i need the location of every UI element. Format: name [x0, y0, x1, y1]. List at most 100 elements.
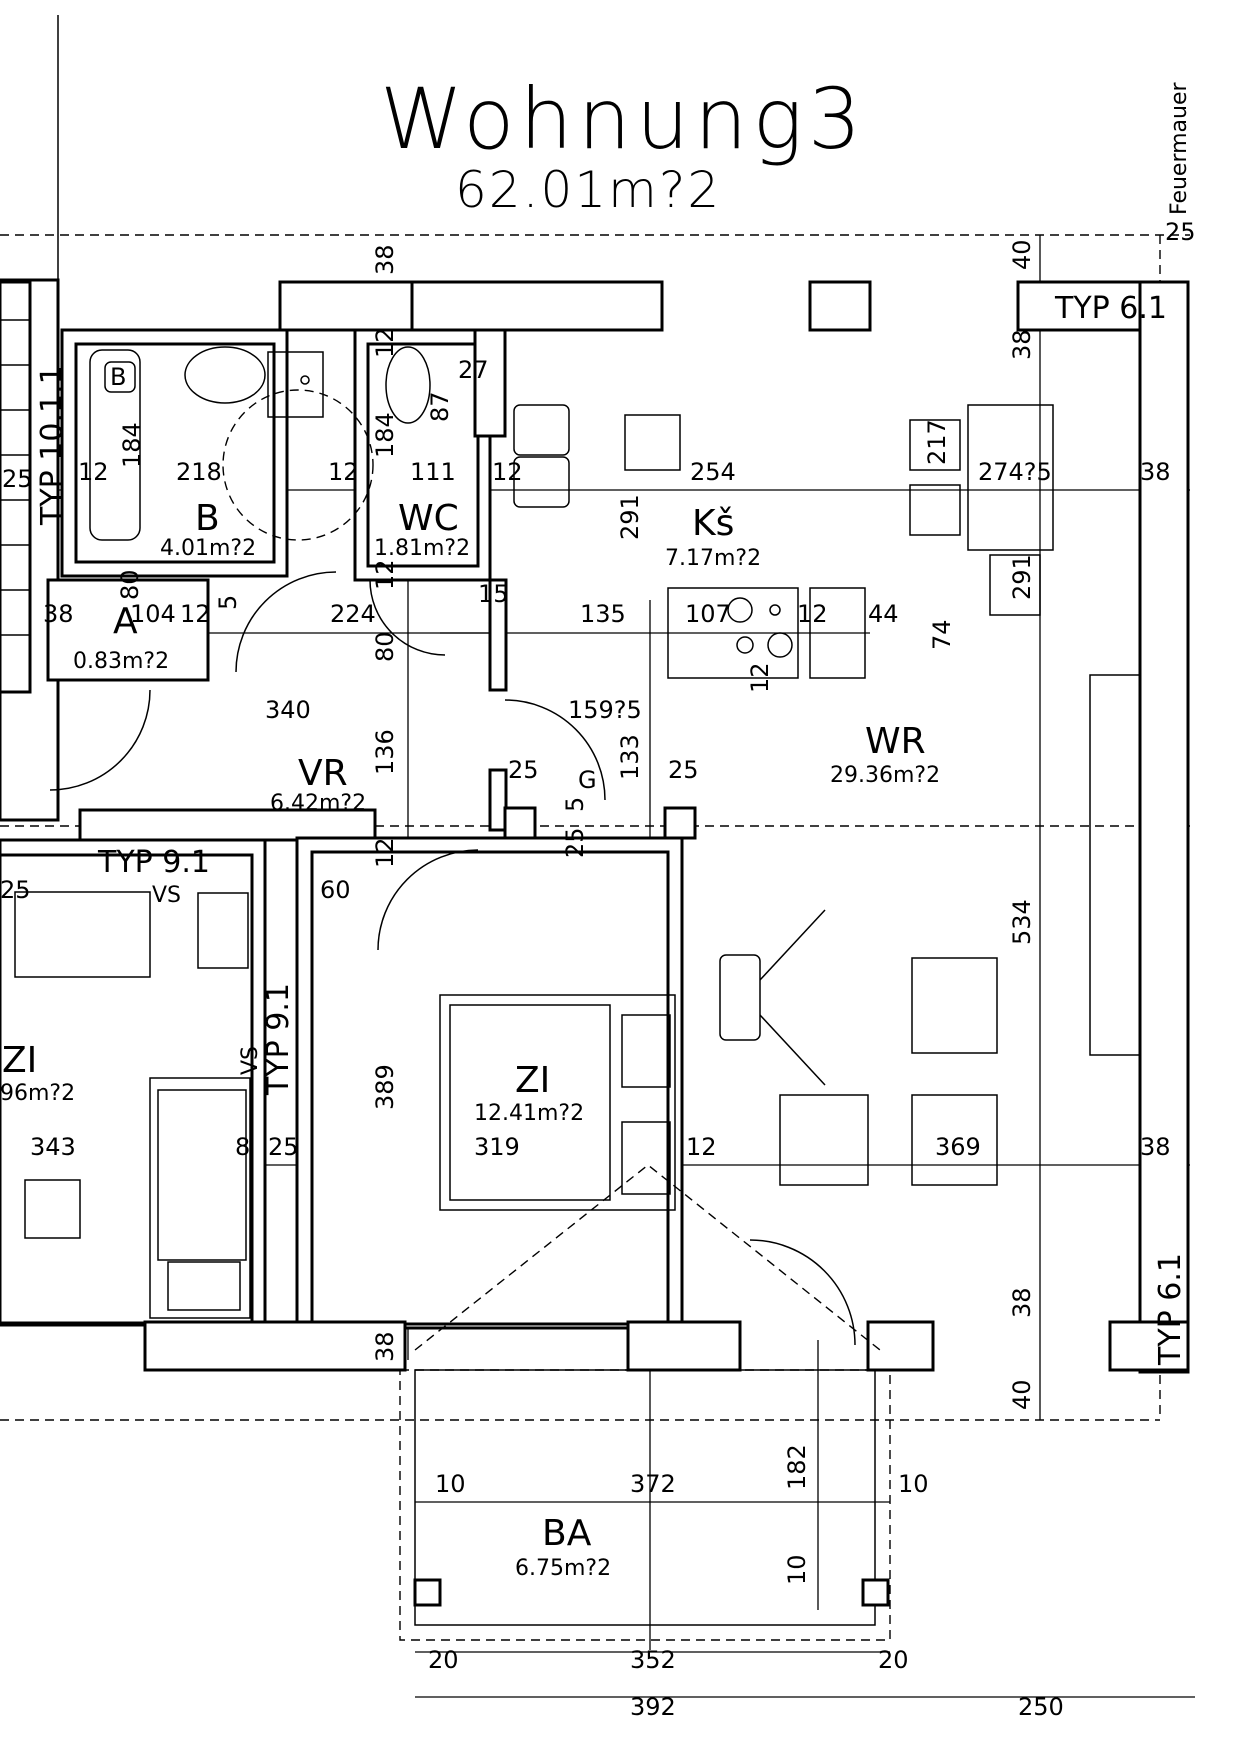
typ-9-1-h: TYP 9.1 [97, 845, 210, 880]
dim-label: 40 [1008, 239, 1036, 270]
room-b-area: 4.01m?2 [160, 536, 256, 561]
dim-label: 135 [580, 600, 626, 628]
dim-label: 224 [330, 600, 376, 628]
dim-label: 12 [371, 559, 399, 590]
vs-label-1: VS [152, 883, 181, 908]
room-a-area: 0.83m?2 [73, 649, 169, 674]
dim-label: 38 [371, 244, 399, 275]
typ-6-1-top: TYP 6.1 [1054, 291, 1167, 326]
total-area: 62.01m?2 [455, 161, 721, 219]
g-label: G [578, 766, 597, 794]
dim-label: 80 [371, 631, 399, 662]
dim-label: 254 [690, 458, 736, 486]
dim-label: 291 [1008, 554, 1036, 600]
dim-label: 25 [1165, 218, 1196, 246]
dim-label: 8 [235, 1133, 250, 1161]
dim-label: 38 [371, 1331, 399, 1362]
dim-label: 392 [630, 1693, 676, 1721]
dim-label: 184 [118, 422, 146, 468]
dim-label: 12 [328, 458, 359, 486]
dimensions: 25 12 218 12 111 12 254 274?5 38 25 27 3… [0, 218, 1196, 1721]
dim-label: 12 [371, 327, 399, 358]
dim-label: 80 [116, 569, 144, 600]
dim-label: 133 [616, 734, 644, 780]
room-ks-area: 7.17m?2 [665, 546, 761, 571]
dim-label: 5 [561, 797, 589, 812]
typ-6-1-side: TYP 6.1 [1153, 1253, 1188, 1366]
room-wr-name: WR [865, 721, 926, 762]
room-b-name: B [195, 498, 220, 539]
room-wc-name: WC [398, 498, 459, 539]
dim-label: 12 [492, 458, 523, 486]
dim-label: 343 [30, 1133, 76, 1161]
dim-label: 182 [783, 1444, 811, 1490]
balcony [399, 1340, 1195, 1698]
dim-label: 340 [265, 696, 311, 724]
dim-label: 38 [1008, 329, 1036, 360]
dim-label: 15 [478, 580, 509, 608]
dim-label: 25 [668, 756, 699, 784]
dim-label: 12 [746, 662, 774, 693]
dim-label: 184 [371, 412, 399, 458]
dim-label: 27 [458, 356, 489, 384]
dim-label: 40 [1008, 1379, 1036, 1410]
feuermauer-label: Feuermauer [1167, 81, 1192, 215]
dim-label: 25 [0, 876, 31, 904]
dim-label: 38 [1140, 458, 1171, 486]
dim-label: 38 [43, 600, 74, 628]
typ-9-1-v: TYP 9.1 [261, 983, 296, 1096]
dim-label: 319 [474, 1133, 520, 1161]
room-a-name: A [113, 601, 138, 642]
plan-title: Wohnung3 [380, 70, 866, 168]
dim-label: 20 [878, 1646, 909, 1674]
dim-label: 25 [268, 1133, 299, 1161]
dim-label: 111 [410, 458, 456, 486]
dim-label: 25 [508, 756, 539, 784]
vs-label-2: VS [238, 1046, 263, 1075]
room-wc-area: 1.81m?2 [374, 536, 470, 561]
dimensions-vertical: 38 40 38 12 87 184 184 217 291 291 80 5 … [116, 239, 1036, 1585]
dim-label: 534 [1008, 899, 1036, 945]
dim-label: 136 [371, 729, 399, 775]
room-vr-area: 6.42m?2 [270, 791, 366, 816]
dim-label: 74 [928, 619, 956, 650]
dim-label: 38 [1008, 1287, 1036, 1318]
dim-label: 25 [2, 465, 33, 493]
dim-label: 291 [616, 494, 644, 540]
dim-label: 250 [1018, 1693, 1064, 1721]
dim-label: 38 [1140, 1133, 1171, 1161]
bathtub-b-label: B [110, 363, 126, 391]
dim-label: 44 [868, 600, 899, 628]
dim-label: 10 [435, 1470, 466, 1498]
dim-label: 10 [898, 1470, 929, 1498]
dim-label: 12 [180, 600, 211, 628]
dim-label: 12 [371, 837, 399, 868]
walls [0, 278, 1190, 1374]
dim-label: 369 [935, 1133, 981, 1161]
dim-label: 60 [320, 876, 351, 904]
doors [49, 571, 881, 1351]
dim-label: 5 [214, 595, 242, 610]
dim-label: 12 [686, 1133, 717, 1161]
dim-label: 104 [130, 600, 176, 628]
dim-label: 12 [797, 600, 828, 628]
room-zi-left-area: 96m?2 [0, 1081, 75, 1106]
dim-label: 352 [630, 1646, 676, 1674]
dim-label: 372 [630, 1470, 676, 1498]
dim-label: 159?5 [568, 696, 642, 724]
dim-label: 107 [685, 600, 731, 628]
room-ba-area: 6.75m?2 [515, 1556, 611, 1581]
room-vr-name: VR [298, 753, 348, 794]
room-zi-left-name: ZI [2, 1040, 37, 1081]
dim-label: 274?5 [978, 458, 1052, 486]
room-zi-area: 12.41m?2 [474, 1101, 584, 1126]
dim-label: 218 [176, 458, 222, 486]
dim-label: 217 [923, 419, 951, 465]
dim-label: 87 [426, 391, 454, 422]
room-wr-area: 29.36m?2 [830, 763, 940, 788]
room-ks-name: Kš [692, 503, 734, 544]
room-ba-name: BA [542, 1513, 592, 1554]
dim-label: 25 [561, 827, 589, 858]
dim-label: 12 [78, 458, 109, 486]
